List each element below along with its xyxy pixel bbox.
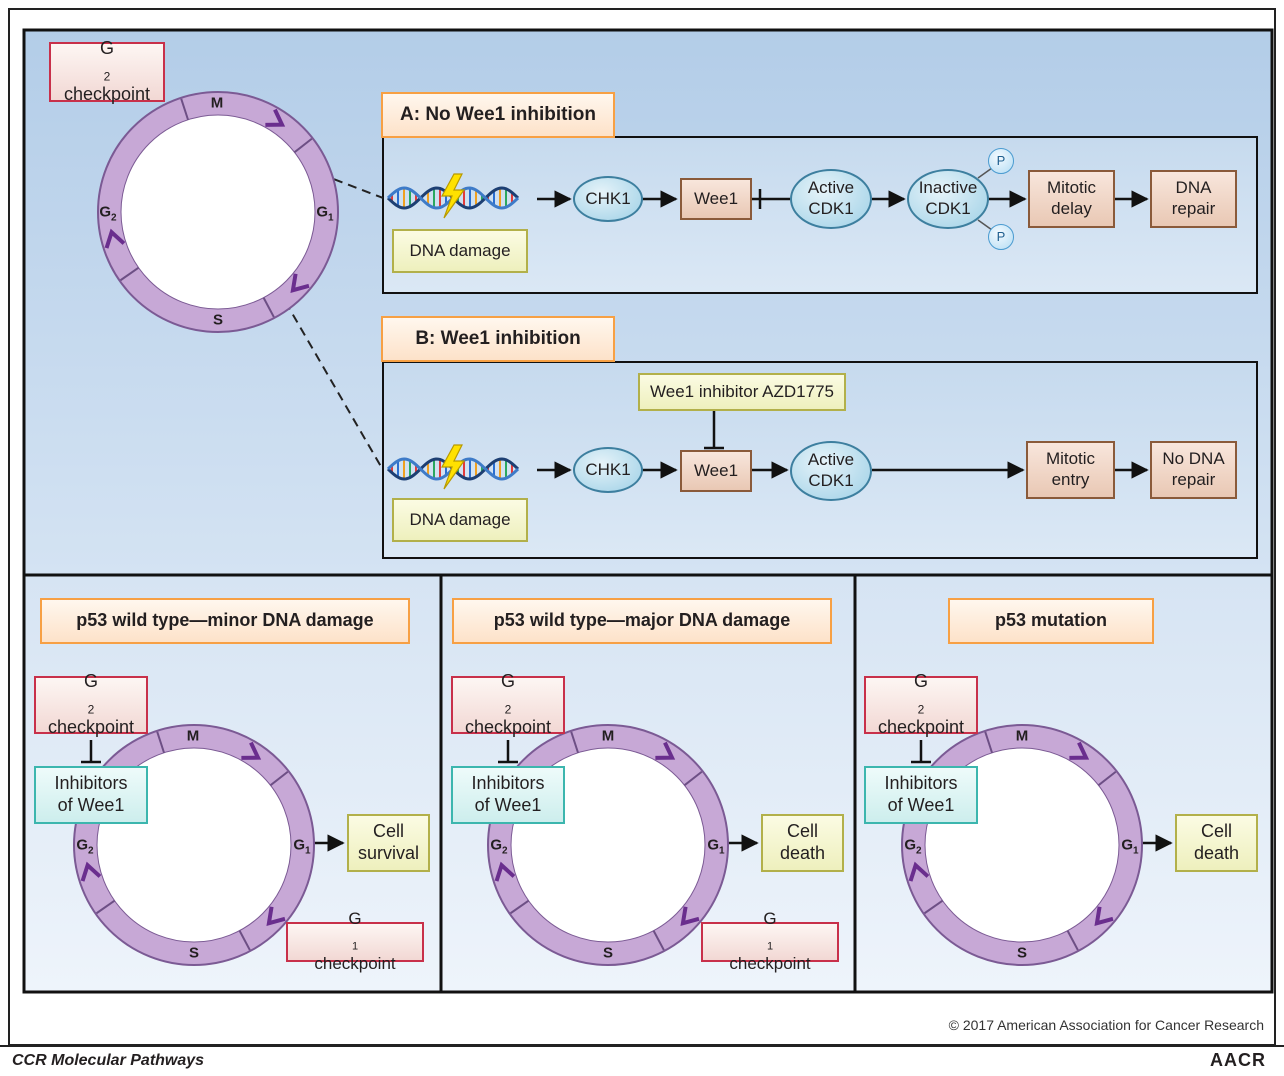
top-phase-divider-2 <box>262 297 275 318</box>
bottom-3-label-s: S <box>1016 944 1028 962</box>
bottom-3-direction-chevron-bottom <box>1094 906 1114 926</box>
top-ring-center <box>120 114 316 310</box>
top-label-g2: G2 <box>99 203 117 224</box>
dna-helices <box>386 173 520 490</box>
bottom-3-label-g2: G2 <box>904 836 922 857</box>
top-cell-cycle-ring <box>97 91 339 333</box>
bottom-3-direction-chevron-top <box>1069 741 1090 760</box>
bottom-2-phase-divider-1 <box>683 770 703 787</box>
bottom-3-phase-divider-3 <box>923 899 944 915</box>
top-direction-chevron-top <box>265 108 286 127</box>
bottom-1-label-s: S <box>188 944 200 962</box>
bottom-1-label-m: M <box>186 727 200 745</box>
panel-b-title: B: Wee1 inhibition <box>381 316 615 362</box>
top-ring-band <box>99 93 337 331</box>
panel-a-dna-damage: DNA damage <box>392 229 528 273</box>
bottom-2-phase-divider-0 <box>570 731 579 754</box>
panel-b-inhibitor: Wee1 inhibitor AZD1775 <box>638 373 846 411</box>
top-phase-divider-1 <box>293 137 313 154</box>
bottom-3-cell-cycle-ring <box>901 724 1143 966</box>
phospho-bottom: P <box>988 224 1014 250</box>
bottom-3-label-g1: G1 <box>1121 836 1139 857</box>
copyright: © 2017 American Association for Cancer R… <box>948 1017 1264 1033</box>
bottom-2-direction-chevron-top <box>655 741 676 760</box>
bottom-1-direction-chevron-bottom <box>266 906 286 926</box>
top-direction-chevron-bottom <box>290 273 310 293</box>
panel-b-chk1: CHK1 <box>573 447 643 493</box>
panel-b-lightning-icon <box>440 444 466 490</box>
bottom-1-ring-band <box>75 726 313 964</box>
bottom-2-label-s: S <box>602 944 614 962</box>
panel-a-dna-helix-icon <box>386 173 520 219</box>
top-phase-divider-3 <box>119 266 140 282</box>
bottom-1-cell-cycle-ring <box>73 724 315 966</box>
bottom-1-phase-divider-3 <box>95 899 116 915</box>
bottom-2-label-g2: G2 <box>490 836 508 857</box>
top-label-s: S <box>212 311 224 329</box>
bottom-2-phase-divider-2 <box>652 930 665 951</box>
panel-a-title: A: No Wee1 inhibition <box>381 92 615 138</box>
bottom-2-label-g1: G1 <box>707 836 725 857</box>
bottom-2-cell-cycle-ring <box>487 724 729 966</box>
bottom-1-phase-divider-0 <box>156 731 165 754</box>
top-phase-divider-0 <box>180 98 189 121</box>
bottom-2-direction-chevron-bottom <box>680 906 700 926</box>
panel-b-dna-damage: DNA damage <box>392 498 528 542</box>
top-direction-chevron-left <box>104 228 126 249</box>
bottom-2-label-m: M <box>601 727 615 745</box>
bottom-2-direction-chevron-left <box>494 861 516 882</box>
panel-a-chk1: CHK1 <box>573 176 643 222</box>
bottom-3-phase-divider-0 <box>984 731 993 754</box>
bottom-3-label-m: M <box>1015 727 1029 745</box>
phospho-link-top <box>977 167 993 179</box>
panel-a-lightning-icon <box>440 173 466 219</box>
bottom-1-direction-chevron-top <box>241 741 262 760</box>
bottom-1-label-g2: G2 <box>76 836 94 857</box>
top-label-m: M <box>210 94 224 112</box>
bottom-3-ring-band <box>903 726 1141 964</box>
phospho-top: P <box>988 148 1014 174</box>
bottom-1-phase-divider-2 <box>238 930 251 951</box>
bottom-1-label-g1: G1 <box>293 836 311 857</box>
bottom-1-direction-chevron-left <box>80 861 102 882</box>
bottom-3-title: p53 mutation <box>948 598 1154 644</box>
footer-aacr-logo: AACR <box>1210 1050 1266 1070</box>
bottom-3-direction-chevron-left <box>908 861 930 882</box>
bottom-1-title: p53 wild type—minor DNA damage <box>40 598 410 644</box>
bottom-2-title: p53 wild type—major DNA damage <box>452 598 832 644</box>
bottom-3-phase-divider-2 <box>1066 930 1079 951</box>
panel-b-dna-helix-icon <box>386 444 520 490</box>
bottom-2-ring-band <box>489 726 727 964</box>
panel-b-wee1: Wee1 <box>680 450 752 492</box>
top-label-g1: G1 <box>316 203 334 224</box>
footer-journal: CCR Molecular Pathways <box>12 1052 205 1069</box>
bottom-1-phase-divider-1 <box>269 770 289 787</box>
bottom-2-phase-divider-3 <box>509 899 530 915</box>
panel-a-wee1: Wee1 <box>680 178 752 220</box>
bottom-3-phase-divider-1 <box>1097 770 1117 787</box>
